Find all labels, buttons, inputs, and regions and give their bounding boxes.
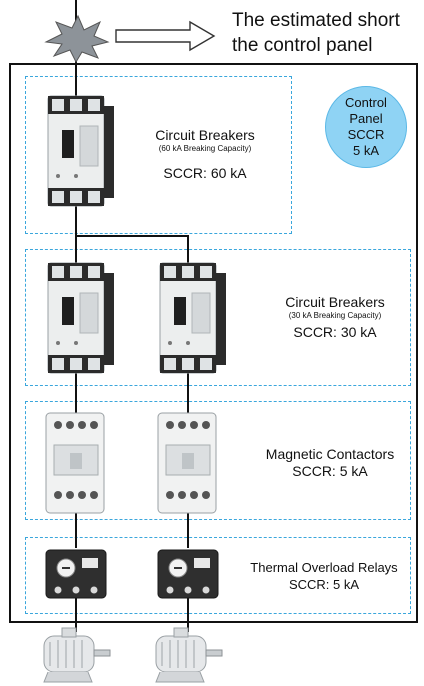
magnetic-contactor-icon (158, 413, 216, 513)
header-line-2: the control panel (232, 33, 424, 58)
header-line-1: The estimated short (232, 8, 424, 33)
thermal-overload-relay-icon (158, 550, 218, 598)
contactor-title: Magnetic Contactors (252, 446, 408, 463)
badge-line-4: 5 kA (353, 143, 379, 159)
branch-split-wire (76, 236, 188, 265)
arrow-right-icon (116, 22, 214, 50)
branch-breaker-label: Circuit Breakers (30 kA Breaking Capacit… (260, 294, 410, 341)
overload-relay-sccr: SCCR: 5 kA (238, 576, 410, 593)
branch-breaker-sccr: SCCR: 30 kA (260, 324, 410, 341)
thermal-overload-relay-icon (46, 550, 106, 598)
control-panel-sccr-badge: Control Panel SCCR 5 kA (325, 86, 407, 168)
main-breaker-label: Circuit Breakers (60 kA Breaking Capacit… (130, 127, 280, 182)
motor-icon (44, 628, 110, 682)
main-breaker-title: Circuit Breakers (130, 127, 280, 144)
branch-breaker-title: Circuit Breakers (260, 294, 410, 311)
badge-line-2: Panel (349, 111, 382, 127)
contactor-label: Magnetic Contactors SCCR: 5 kA (252, 446, 408, 480)
branch-breaker-subtitle: (30 kA Breaking Capacity) (260, 311, 410, 321)
motor-icon (156, 628, 222, 682)
circuit-breaker-icon (160, 263, 226, 373)
header-text: The estimated short the control panel (232, 8, 424, 58)
badge-line-1: Control (345, 95, 387, 111)
fault-burst-icon (46, 16, 108, 62)
contactor-sccr: SCCR: 5 kA (252, 463, 408, 480)
main-breaker-sccr: SCCR: 60 kA (130, 165, 280, 182)
overload-relay-label: Thermal Overload Relays SCCR: 5 kA (238, 559, 410, 593)
badge-line-3: SCCR (348, 127, 385, 143)
circuit-breaker-icon (48, 96, 114, 206)
overload-relay-title: Thermal Overload Relays (238, 559, 410, 576)
main-breaker-subtitle: (60 kA Breaking Capacity) (130, 144, 280, 154)
circuit-breaker-icon (48, 263, 114, 373)
magnetic-contactor-icon (46, 413, 104, 513)
